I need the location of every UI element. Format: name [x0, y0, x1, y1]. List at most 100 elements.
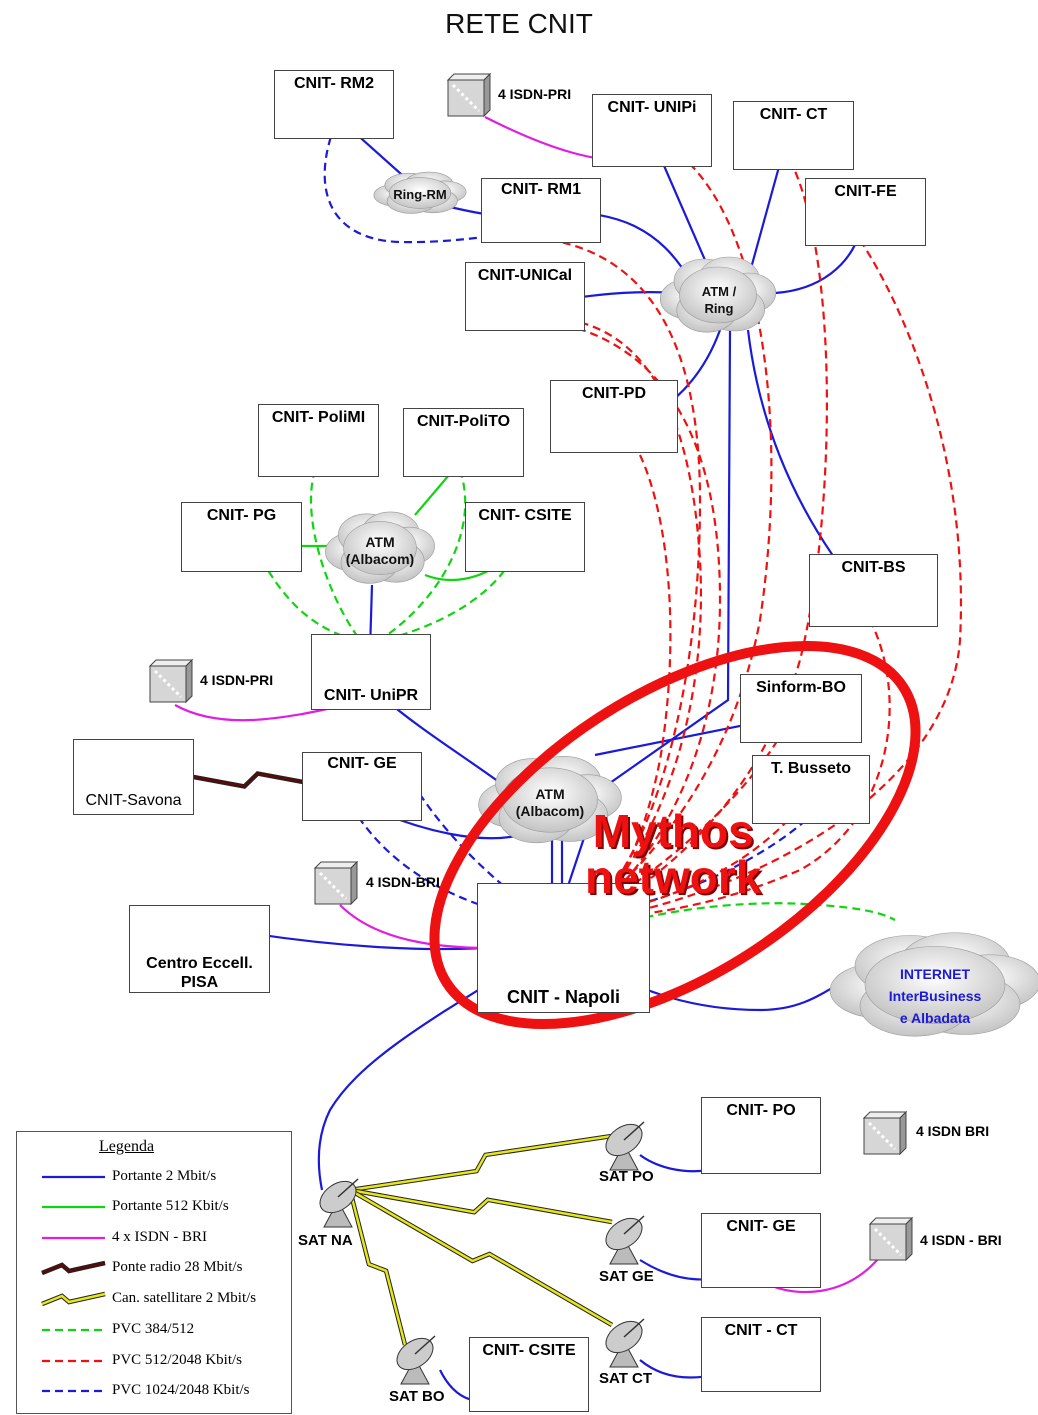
legend-item: PVC 1024/2048 Kbit/s: [17, 1380, 293, 1402]
node-cnit-po[interactable]: CNIT- PO: [701, 1097, 821, 1174]
node-cnit-pg[interactable]: CNIT- PG: [181, 502, 302, 572]
node-label: CNIT - Napoli: [507, 987, 620, 1007]
node-sinform-bo[interactable]: Sinform-BO: [740, 674, 862, 743]
node-cnit-csite-top[interactable]: CNIT- CSITE: [465, 502, 585, 572]
legend-item-label: Can. satellitare 2 Mbit/s: [112, 1290, 257, 1306]
sat-na-ct: [349, 1188, 613, 1327]
node-label: CNIT - CT: [724, 1322, 798, 1339]
node-cnit-fe[interactable]: CNIT-FE: [805, 178, 926, 246]
cloud-atm-albacom-top: [325, 511, 435, 584]
node-cnit-ge-bottom[interactable]: CNIT- GE: [701, 1213, 821, 1288]
pvc-rm2-rm1: [323, 124, 521, 244]
legend-item: Portante 2 Mbit/s: [17, 1166, 293, 1188]
node-centro-eccell-pisa[interactable]: Centro Eccell. PISA: [129, 905, 270, 993]
pvc-red-6: [599, 619, 891, 920]
pvc-polito-unipr: [379, 469, 467, 641]
node-cnit-bs[interactable]: CNIT-BS: [809, 554, 938, 627]
node-label: CNIT- PoliMI: [271, 409, 366, 426]
node-cnit-rm1[interactable]: CNIT- RM1: [481, 178, 601, 243]
legend-title: Legenda: [99, 1138, 155, 1155]
node-label: CNIT- RM1: [501, 181, 581, 198]
satellite-dish-icon: [605, 1215, 645, 1265]
node-cnit-unipi[interactable]: CNIT- UNIPi: [592, 94, 712, 167]
pvc-napoli-internet: [594, 902, 896, 932]
node-cnit-savona[interactable]: CNIT-Savona: [73, 739, 194, 815]
node-label: CNIT- RM2: [294, 75, 374, 92]
pvc-polimi-unipr: [310, 469, 361, 641]
legend-item-label: PVC 384/512: [112, 1321, 195, 1337]
sat-na-po: [349, 1134, 613, 1192]
sat-ge-label: SAT GE: [599, 1268, 654, 1285]
sat-po-label: SAT PO: [599, 1168, 654, 1185]
legend-item: Ponte radio 28 Mbit/s: [17, 1257, 293, 1279]
legend-item-label: PVC 512/2048 Kbit/s: [112, 1352, 243, 1368]
node-label: CNIT-UNICal: [477, 267, 573, 284]
node-label: CNIT-Savona: [85, 792, 182, 809]
legend-item-label: 4 x ISDN - BRI: [112, 1229, 208, 1245]
node-cnit-ge-top[interactable]: CNIT- GE: [302, 752, 422, 821]
mythos-line2: network: [585, 851, 762, 903]
satellite-dish-icon: [319, 1178, 359, 1228]
cloud-atm-ring: [659, 256, 777, 333]
node-label: CNIT- CT: [759, 106, 828, 123]
legend-item-label: Portante 512 Kbit/s: [112, 1198, 229, 1214]
node-cnit-unical[interactable]: CNIT-UNICal: [465, 262, 585, 331]
node-cnit-unipr[interactable]: CNIT- UniPR: [311, 634, 431, 710]
cloud-internet-line3: e Albadata: [899, 1010, 971, 1026]
legend-swatch: [42, 1328, 105, 1332]
legend-line: [41, 1292, 106, 1306]
node-cnit-polimi[interactable]: CNIT- PoliMI: [258, 404, 379, 477]
link-atmring-napoli: [558, 329, 732, 911]
node-label: CNIT- CSITE: [482, 1342, 576, 1359]
node-label: CNIT-FE: [834, 183, 897, 200]
node-label: Centro Eccell. PISA: [146, 955, 253, 991]
legend-item: Portante 512 Kbit/s: [17, 1196, 293, 1218]
legend-swatch: [42, 1205, 105, 1209]
node-label: T. Busseto: [770, 760, 851, 777]
isdn-device-icon: [446, 72, 492, 118]
cloud-atm-albacom-top-label: ATM (Albacom): [345, 534, 415, 567]
cloud-ring-rm: [373, 171, 467, 214]
sat-na-ge: [349, 1188, 613, 1224]
isdn-device-icon: [868, 1216, 914, 1262]
node-cnit-napoli[interactable]: CNIT - Napoli: [477, 883, 650, 1013]
pvc-red-0: [587, 154, 773, 916]
legend-swatch: [41, 1260, 106, 1276]
cloud-atm-albacom-mid: [478, 755, 622, 844]
node-label: Sinform-BO: [756, 679, 846, 696]
node-label: CNIT-PD: [582, 385, 646, 402]
cloud-ring-rm-label: Ring-RM: [393, 187, 447, 202]
sat-ct-label: SAT CT: [599, 1370, 653, 1387]
node-label: CNIT- UniPR: [323, 687, 419, 704]
pvc-red-9: [539, 318, 722, 919]
isdn-device-icon: [862, 1110, 908, 1156]
legend-item-label: PVC 1024/2048 Kbit/s: [112, 1382, 250, 1398]
node-cnit-pd[interactable]: CNIT-PD: [550, 380, 678, 453]
mythos-line1: Mythos: [592, 805, 754, 857]
node-cnit-polito[interactable]: CNIT-PoliTO: [403, 408, 524, 477]
legend-swatch: [42, 1236, 105, 1240]
legend-line: [41, 1261, 106, 1275]
node-cnit-csite-bottom[interactable]: CNIT- CSITE: [469, 1337, 589, 1412]
pvc-red-4: [619, 239, 962, 917]
node-label: CNIT-BS: [841, 559, 906, 576]
node-label: CNIT- PG: [206, 507, 277, 524]
node-cnit-rm2[interactable]: CNIT- RM2: [274, 70, 394, 139]
isdn-left-label: 4 ISDN-PRI: [200, 672, 274, 688]
node-label: CNIT- GE: [726, 1218, 796, 1235]
node-cnit-ct-bottom[interactable]: CNIT - CT: [701, 1317, 821, 1392]
cloud-internet: [829, 932, 1038, 1037]
legend-item-label: Portante 2 Mbit/s: [112, 1168, 217, 1184]
legend-swatch: [42, 1175, 105, 1179]
isdn-device-icon: [148, 658, 194, 704]
satellite-dish-icon: [605, 1121, 645, 1171]
node-label: CNIT- PO: [726, 1102, 796, 1119]
mythos-highlight-ellipse: [429, 640, 921, 1030]
node-t-busseto[interactable]: T. Busseto: [752, 755, 870, 824]
cloud-internet-line2: InterBusiness: [888, 988, 982, 1004]
node-label: CNIT- GE: [327, 755, 397, 772]
isdn-mid-label: 4 ISDN-BRI: [366, 874, 440, 890]
cloud-atm-ring-label: ATM / Ring: [701, 284, 737, 316]
node-cnit-ct-top[interactable]: CNIT- CT: [733, 101, 854, 170]
